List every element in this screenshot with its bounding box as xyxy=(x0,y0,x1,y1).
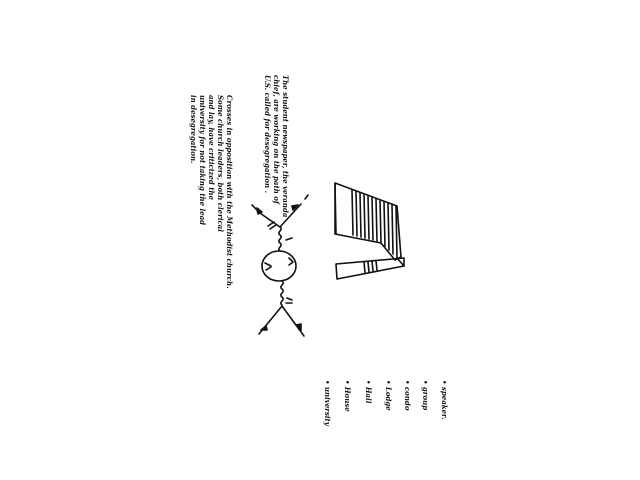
cross-tick xyxy=(286,238,292,240)
ledge-outline xyxy=(336,258,404,279)
lower-right-leg xyxy=(282,306,304,336)
loop-circle xyxy=(262,251,296,281)
upper-wavy-line xyxy=(279,227,281,251)
ledge-corner xyxy=(397,258,404,266)
structure-left-edge xyxy=(335,183,336,234)
arrow-head xyxy=(257,208,262,214)
loop-mark xyxy=(265,263,271,270)
arrow-head xyxy=(261,326,267,330)
upper-left-dash xyxy=(252,205,256,209)
lower-wavy-line xyxy=(281,281,283,305)
upper-right-leg xyxy=(280,204,301,227)
cross-tick xyxy=(286,298,292,303)
feynman-diagram-sketch xyxy=(252,195,308,336)
shaded-structure-sketch xyxy=(335,183,404,279)
upper-right-dash xyxy=(305,195,308,199)
hatch xyxy=(352,190,353,235)
loop-mark xyxy=(289,258,293,265)
